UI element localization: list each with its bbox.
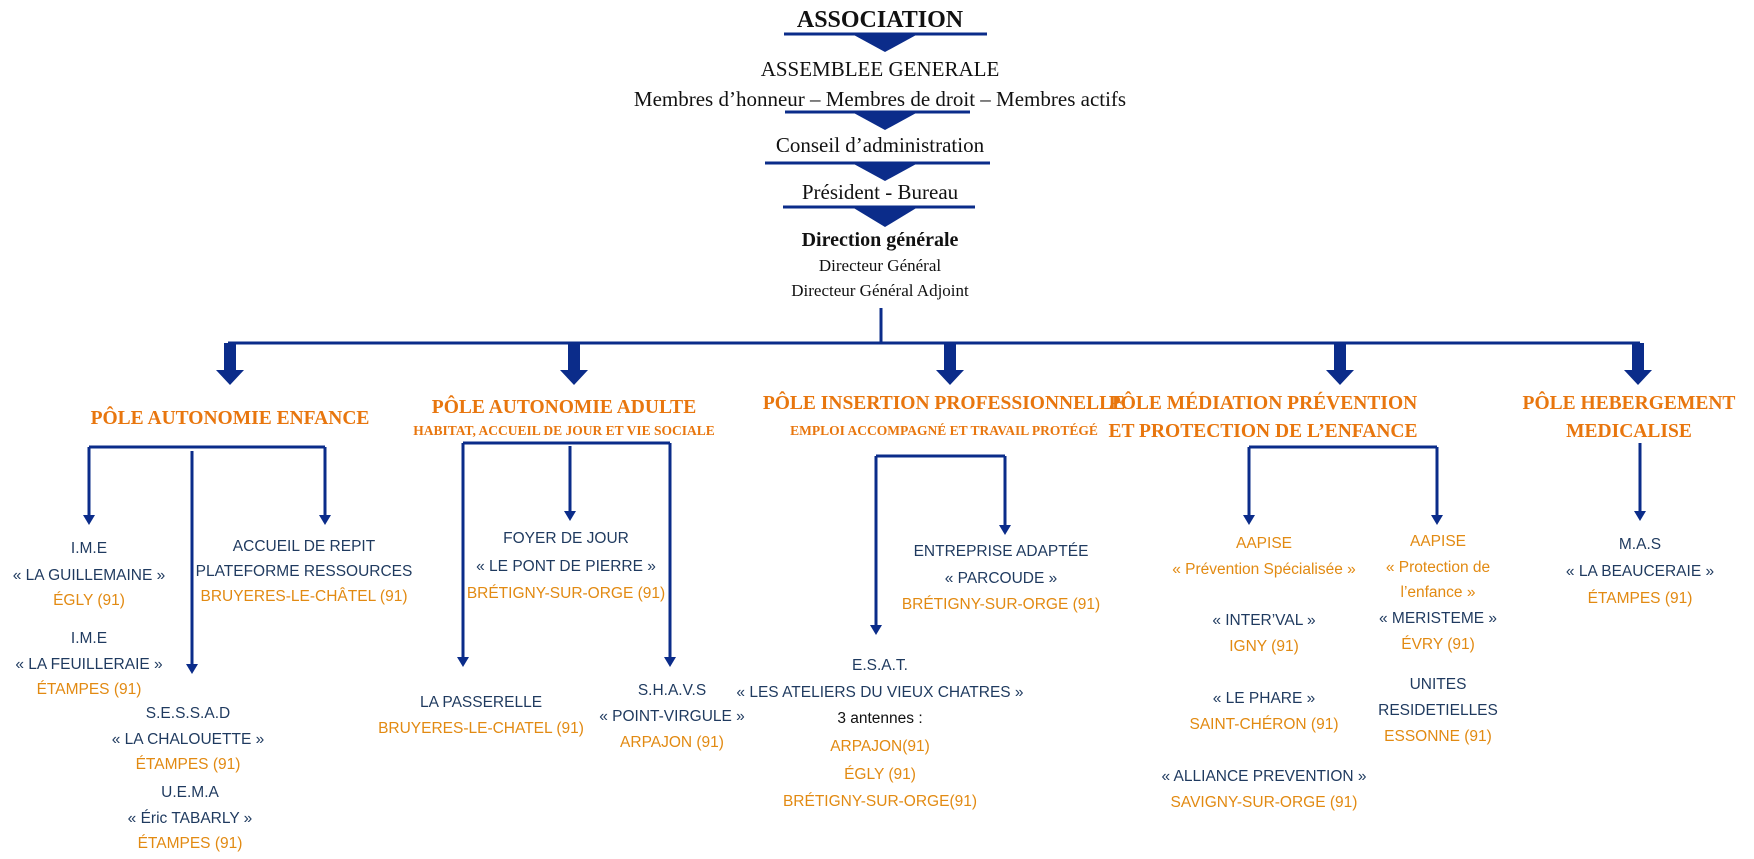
association-title: ASSOCIATION: [797, 7, 964, 33]
foyer-jour-name: « LE PONT DE PIERRE »: [476, 558, 656, 575]
pole-insertion-subtitle: EMPLOI ACCOMPAGNÉ ET TRAVAIL PROTÉGÉ: [790, 423, 1098, 438]
pole-mediation-line2: ET PROTECTION DE L’ENFANCE: [1109, 421, 1418, 442]
accueil-repit-line2: PLATEFORME RESSOURCES: [196, 563, 413, 580]
aapise-protection-type: AAPISE: [1410, 533, 1466, 550]
chevron-down-icon: [852, 207, 918, 227]
accueil-repit-place: BRUYERES-LE-CHÂTEL (91): [200, 588, 407, 605]
entreprise-place: BRÉTIGNY-SUR-ORGE (91): [902, 596, 1100, 613]
shavs-type: S.H.A.V.S: [638, 682, 706, 699]
uema-place: ÉTAMPES (91): [138, 835, 243, 852]
pole-hebergement-line2: MEDICALISE: [1566, 421, 1692, 442]
arrowhead-icon: [457, 657, 469, 667]
phare-name: « LE PHARE »: [1213, 690, 1316, 707]
accueil-repit-line1: ACCUEIL DE REPIT: [233, 538, 376, 555]
foyer-jour-place: BRÉTIGNY-SUR-ORGE (91): [467, 585, 665, 602]
uema-name: « Éric TABARLY »: [128, 810, 253, 827]
phare-place: SAINT-CHÉRON (91): [1190, 716, 1339, 733]
aapise-protection-name-2: l’enfance »: [1401, 584, 1476, 601]
bold-arrow-down-icon: [936, 343, 964, 385]
direction-generale: Direction générale: [802, 229, 959, 251]
chevron-down-icon: [852, 163, 918, 181]
meristeme-place: ÉVRY (91): [1401, 636, 1475, 653]
uema-type: U.E.M.A: [161, 784, 219, 801]
bold-arrow-down-icon: [216, 343, 244, 385]
shavs-name: « POINT-VIRGULE »: [599, 708, 745, 725]
sessad-name: « LA CHALOUETTE »: [112, 731, 264, 748]
ime-guillemaine-place: ÉGLY (91): [53, 592, 125, 609]
arrowhead-icon: [999, 525, 1011, 535]
arrowhead-icon: [83, 515, 95, 525]
unites-line2: RESIDETIELLES: [1378, 702, 1498, 719]
passerelle-name: LA PASSERELLE: [420, 694, 542, 711]
directeur-general: Directeur Général: [819, 256, 942, 275]
esat-place-2: ÉGLY (91): [844, 766, 916, 783]
alliance-name: « ALLIANCE PREVENTION »: [1161, 768, 1366, 785]
ime-guillemaine-type: I.M.E: [71, 540, 107, 557]
aapise-prevention-type: AAPISE: [1236, 535, 1292, 552]
ime-guillemaine-name: « LA GUILLEMAINE »: [13, 567, 166, 584]
sessad-place: ÉTAMPES (91): [136, 756, 241, 773]
interval-place: IGNY (91): [1229, 638, 1299, 655]
arrowhead-icon: [186, 664, 198, 674]
interval-name: « INTER’VAL »: [1212, 612, 1315, 629]
arrowhead-icon: [664, 657, 676, 667]
mas-place: ÉTAMPES (91): [1588, 590, 1693, 607]
arrowhead-icon: [1243, 515, 1255, 525]
pole-hebergement-line1: PÔLE HEBERGEMENT: [1523, 392, 1736, 414]
esat-name: « LES ATELIERS DU VIEUX CHATRES »: [736, 684, 1023, 701]
president-bureau: Président - Bureau: [802, 180, 959, 204]
bold-arrow-down-icon: [560, 343, 588, 385]
ime-feuilleraie-place: ÉTAMPES (91): [37, 681, 142, 698]
meristeme-name: « MERISTEME »: [1379, 610, 1497, 627]
mas-type: M.A.S: [1619, 536, 1661, 553]
chevron-down-icon: [852, 112, 918, 130]
esat-place-1: ARPAJON(91): [830, 738, 930, 755]
arrowhead-icon: [1634, 511, 1646, 521]
arrow-shapes: [83, 34, 1652, 674]
passerelle-place: BRUYERES-LE-CHATEL (91): [378, 720, 584, 737]
aapise-prevention-name: « Prévention Spécialisée »: [1172, 561, 1356, 578]
pole-adulte-title: PÔLE AUTONOMIE ADULTE: [432, 396, 696, 418]
conseil-administration: Conseil d’administration: [776, 133, 985, 157]
foyer-jour-type: FOYER DE JOUR: [503, 530, 629, 547]
alliance-place: SAVIGNY-SUR-ORGE (91): [1171, 794, 1358, 811]
connectors: [87, 32, 1642, 665]
entreprise-type: ENTREPRISE ADAPTÉE: [914, 543, 1089, 560]
sessad-type: S.E.S.S.A.D: [146, 705, 230, 722]
ime-feuilleraie-name: « LA FEUILLERAIE »: [15, 656, 162, 673]
membres-line: Membres d’honneur – Membres de droit – M…: [634, 87, 1126, 111]
mas-name: « LA BEAUCERAIE »: [1566, 563, 1714, 580]
shavs-place: ARPAJON (91): [620, 734, 724, 751]
unites-place: ESSONNE (91): [1384, 728, 1492, 745]
unites-line1: UNITES: [1410, 676, 1467, 693]
pole-mediation-line1: PÔLE MÉDIATION PRÉVENTION: [1109, 392, 1417, 414]
arrowhead-icon: [564, 511, 576, 521]
aapise-protection-name-1: « Protection de: [1386, 559, 1490, 576]
arrowhead-icon: [1431, 515, 1443, 525]
chevron-down-icon: [852, 34, 918, 52]
arrowhead-icon: [319, 515, 331, 525]
esat-type: E.S.A.T.: [852, 657, 908, 674]
arrowhead-icon: [870, 625, 882, 635]
esat-place-3: BRÉTIGNY-SUR-ORGE(91): [783, 793, 977, 810]
assemblee-generale: ASSEMBLEE GENERALE: [761, 57, 1000, 81]
entreprise-name: « PARCOUDE »: [945, 570, 1058, 587]
bold-arrow-down-icon: [1326, 343, 1354, 385]
pole-insertion-title: PÔLE INSERTION PROFESSIONNELLE: [763, 392, 1125, 414]
esat-antennes: 3 antennes :: [837, 710, 922, 727]
ime-feuilleraie-type: I.M.E: [71, 630, 107, 647]
pole-enfance-title: PÔLE AUTONOMIE ENFANCE: [91, 407, 370, 429]
pole-adulte-subtitle: HABITAT, ACCUEIL DE JOUR ET VIE SOCIALE: [413, 423, 714, 438]
directeur-general-adjoint: Directeur Général Adjoint: [791, 281, 969, 300]
bold-arrow-down-icon: [1624, 343, 1652, 385]
